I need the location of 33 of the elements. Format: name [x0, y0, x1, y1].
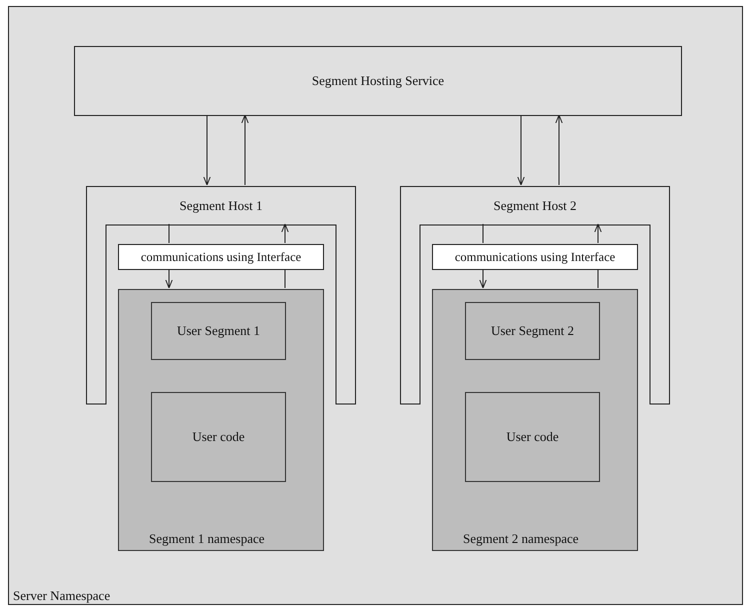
box-label: Segment 2 namespace	[463, 531, 579, 547]
namespace-box	[432, 289, 638, 551]
arrow	[165, 268, 173, 288]
interface-box	[118, 244, 324, 270]
arrow	[241, 114, 249, 186]
connector-line	[168, 224, 170, 244]
box-label: User Segment 1	[176, 323, 260, 339]
arrow	[281, 224, 289, 244]
connector-line	[284, 268, 286, 288]
segment-box	[151, 302, 286, 360]
box-label: User Segment 2	[490, 323, 574, 339]
arrow	[203, 114, 211, 186]
box-label: User code	[192, 429, 245, 445]
namespace-box	[8, 6, 743, 605]
service-box	[74, 46, 682, 116]
arrow	[594, 224, 602, 244]
arrow	[479, 268, 487, 288]
segment-box	[465, 392, 600, 482]
interface-box	[432, 244, 638, 270]
box-label: communications using Interface	[454, 250, 616, 264]
segment-box	[151, 392, 286, 482]
box-label: Segment 1 namespace	[149, 531, 265, 547]
box-label: Server Namespace	[13, 588, 110, 604]
box-label: Segment Host 2	[493, 198, 577, 214]
segment-box	[465, 302, 600, 360]
box-label: Segment Hosting Service	[312, 73, 444, 89]
connector-line	[482, 224, 484, 244]
box-label: Segment Host 1	[179, 198, 263, 214]
arrow	[555, 114, 563, 186]
box-label: User code	[506, 429, 559, 445]
box-label: communications using Interface	[140, 250, 302, 264]
arrow	[517, 114, 525, 186]
namespace-box	[118, 289, 324, 551]
